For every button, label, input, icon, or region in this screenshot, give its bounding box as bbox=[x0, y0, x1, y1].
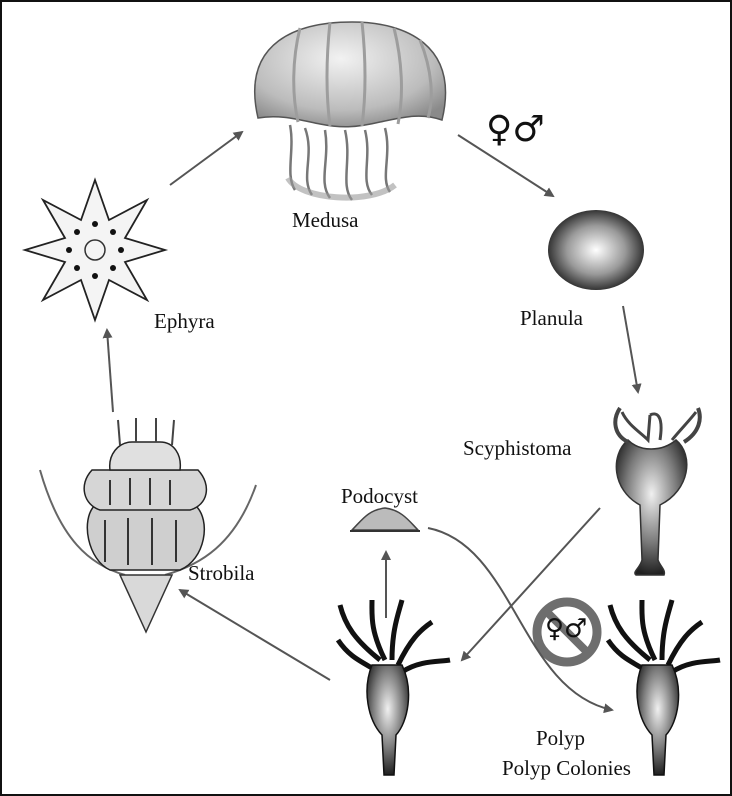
planula-illustration bbox=[548, 210, 644, 290]
arrow-ephyra-to-medusa bbox=[170, 132, 242, 185]
polyp-colonies-illustration bbox=[608, 600, 720, 775]
strobila-illustration bbox=[40, 418, 256, 632]
strobila-label: Strobila bbox=[188, 563, 255, 584]
polyp-illustration bbox=[338, 600, 450, 775]
scyphistoma-label: Scyphistoma bbox=[463, 438, 572, 459]
asexual-symbol: ♀♂ bbox=[545, 616, 587, 642]
podocyst-illustration bbox=[350, 508, 420, 531]
medusa-label: Medusa bbox=[292, 210, 359, 231]
medusa-illustration bbox=[255, 22, 446, 200]
arrow-strobila-to-ephyra bbox=[107, 330, 113, 412]
arrow-planula-to-scyphistoma bbox=[623, 306, 638, 392]
scyphistoma-illustration bbox=[615, 408, 699, 575]
polyp-label: Polyp bbox=[536, 728, 585, 749]
polyp-colonies-label: Polyp Colonies bbox=[502, 758, 631, 779]
ephyra-label: Ephyra bbox=[154, 311, 215, 332]
planula-label: Planula bbox=[520, 308, 583, 329]
sexual-reproduction-symbol: ♀♂ bbox=[486, 112, 545, 148]
podocyst-label: Podocyst bbox=[341, 486, 418, 507]
arrow-polyp-to-strobila bbox=[180, 590, 330, 680]
ephyra-illustration bbox=[25, 180, 165, 320]
